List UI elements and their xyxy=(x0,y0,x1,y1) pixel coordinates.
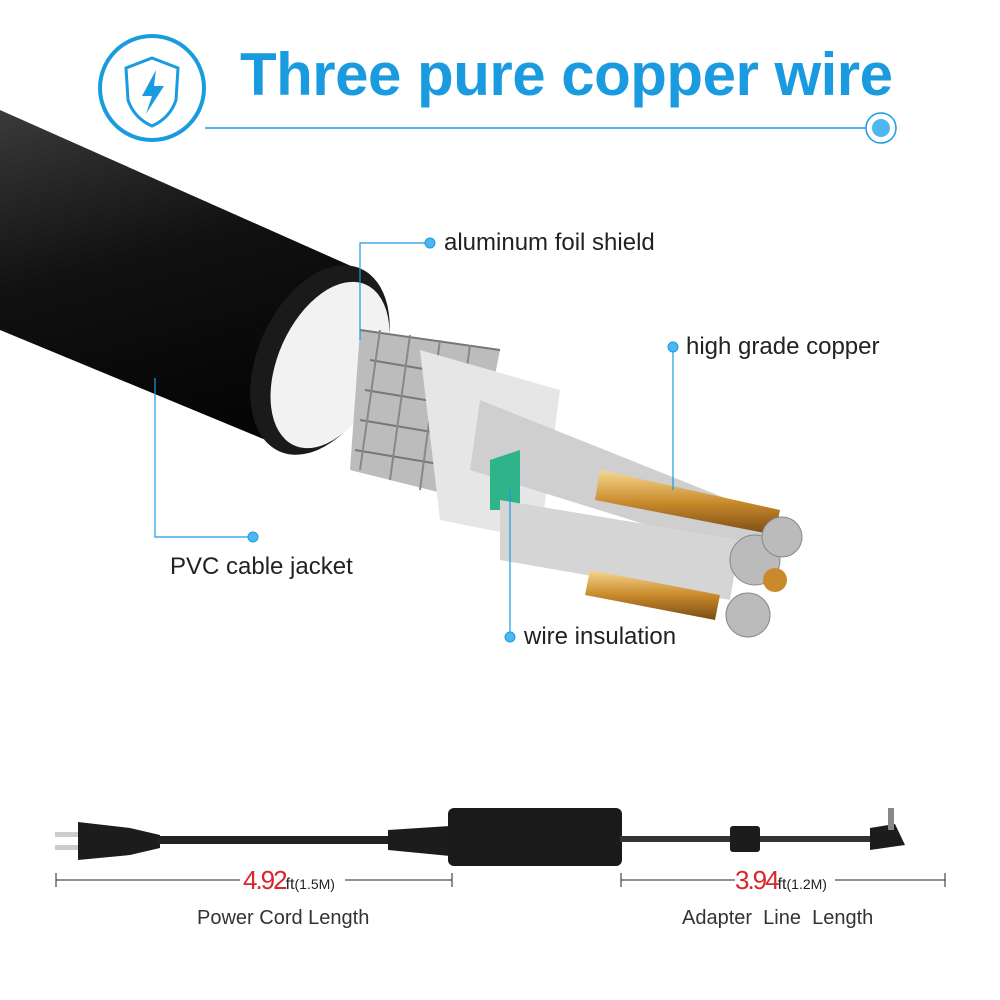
leader-dots xyxy=(247,237,679,643)
leader-lines xyxy=(154,242,674,637)
title-dot xyxy=(872,119,890,137)
adapter-line-caption: Adapter Line Length xyxy=(682,907,874,929)
power-adapter xyxy=(55,808,905,866)
label-high-grade-copper: high grade copper xyxy=(686,333,880,360)
adapter-length-unit: ft xyxy=(777,876,787,893)
pvc-jacket xyxy=(0,110,803,638)
power-length-unit: ft xyxy=(285,876,295,893)
title-dot-ring xyxy=(865,112,897,144)
label-pvc-cable-jacket: PVC cable jacket xyxy=(170,553,353,580)
adapter-length-metric: (1.2M) xyxy=(786,876,827,892)
label-wire-insulation: wire insulation xyxy=(524,623,677,650)
power-length-metric: (1.5M) xyxy=(294,876,335,892)
label-aluminum-foil-shield: aluminum foil shield xyxy=(444,229,655,256)
page-title: Three pure copper wire xyxy=(240,41,893,108)
power-cord-length-value: 4.92ft(1.5M) xyxy=(243,865,335,896)
power-length-number: 4.92 xyxy=(243,865,288,895)
adapter-line-length-value: 3.94ft(1.2M) xyxy=(735,865,827,896)
adapter-length-number: 3.94 xyxy=(735,865,780,895)
measure-lines xyxy=(55,873,946,887)
power-cord-caption: Power Cord Length xyxy=(197,907,370,929)
shield-lightning-icon xyxy=(98,34,206,142)
